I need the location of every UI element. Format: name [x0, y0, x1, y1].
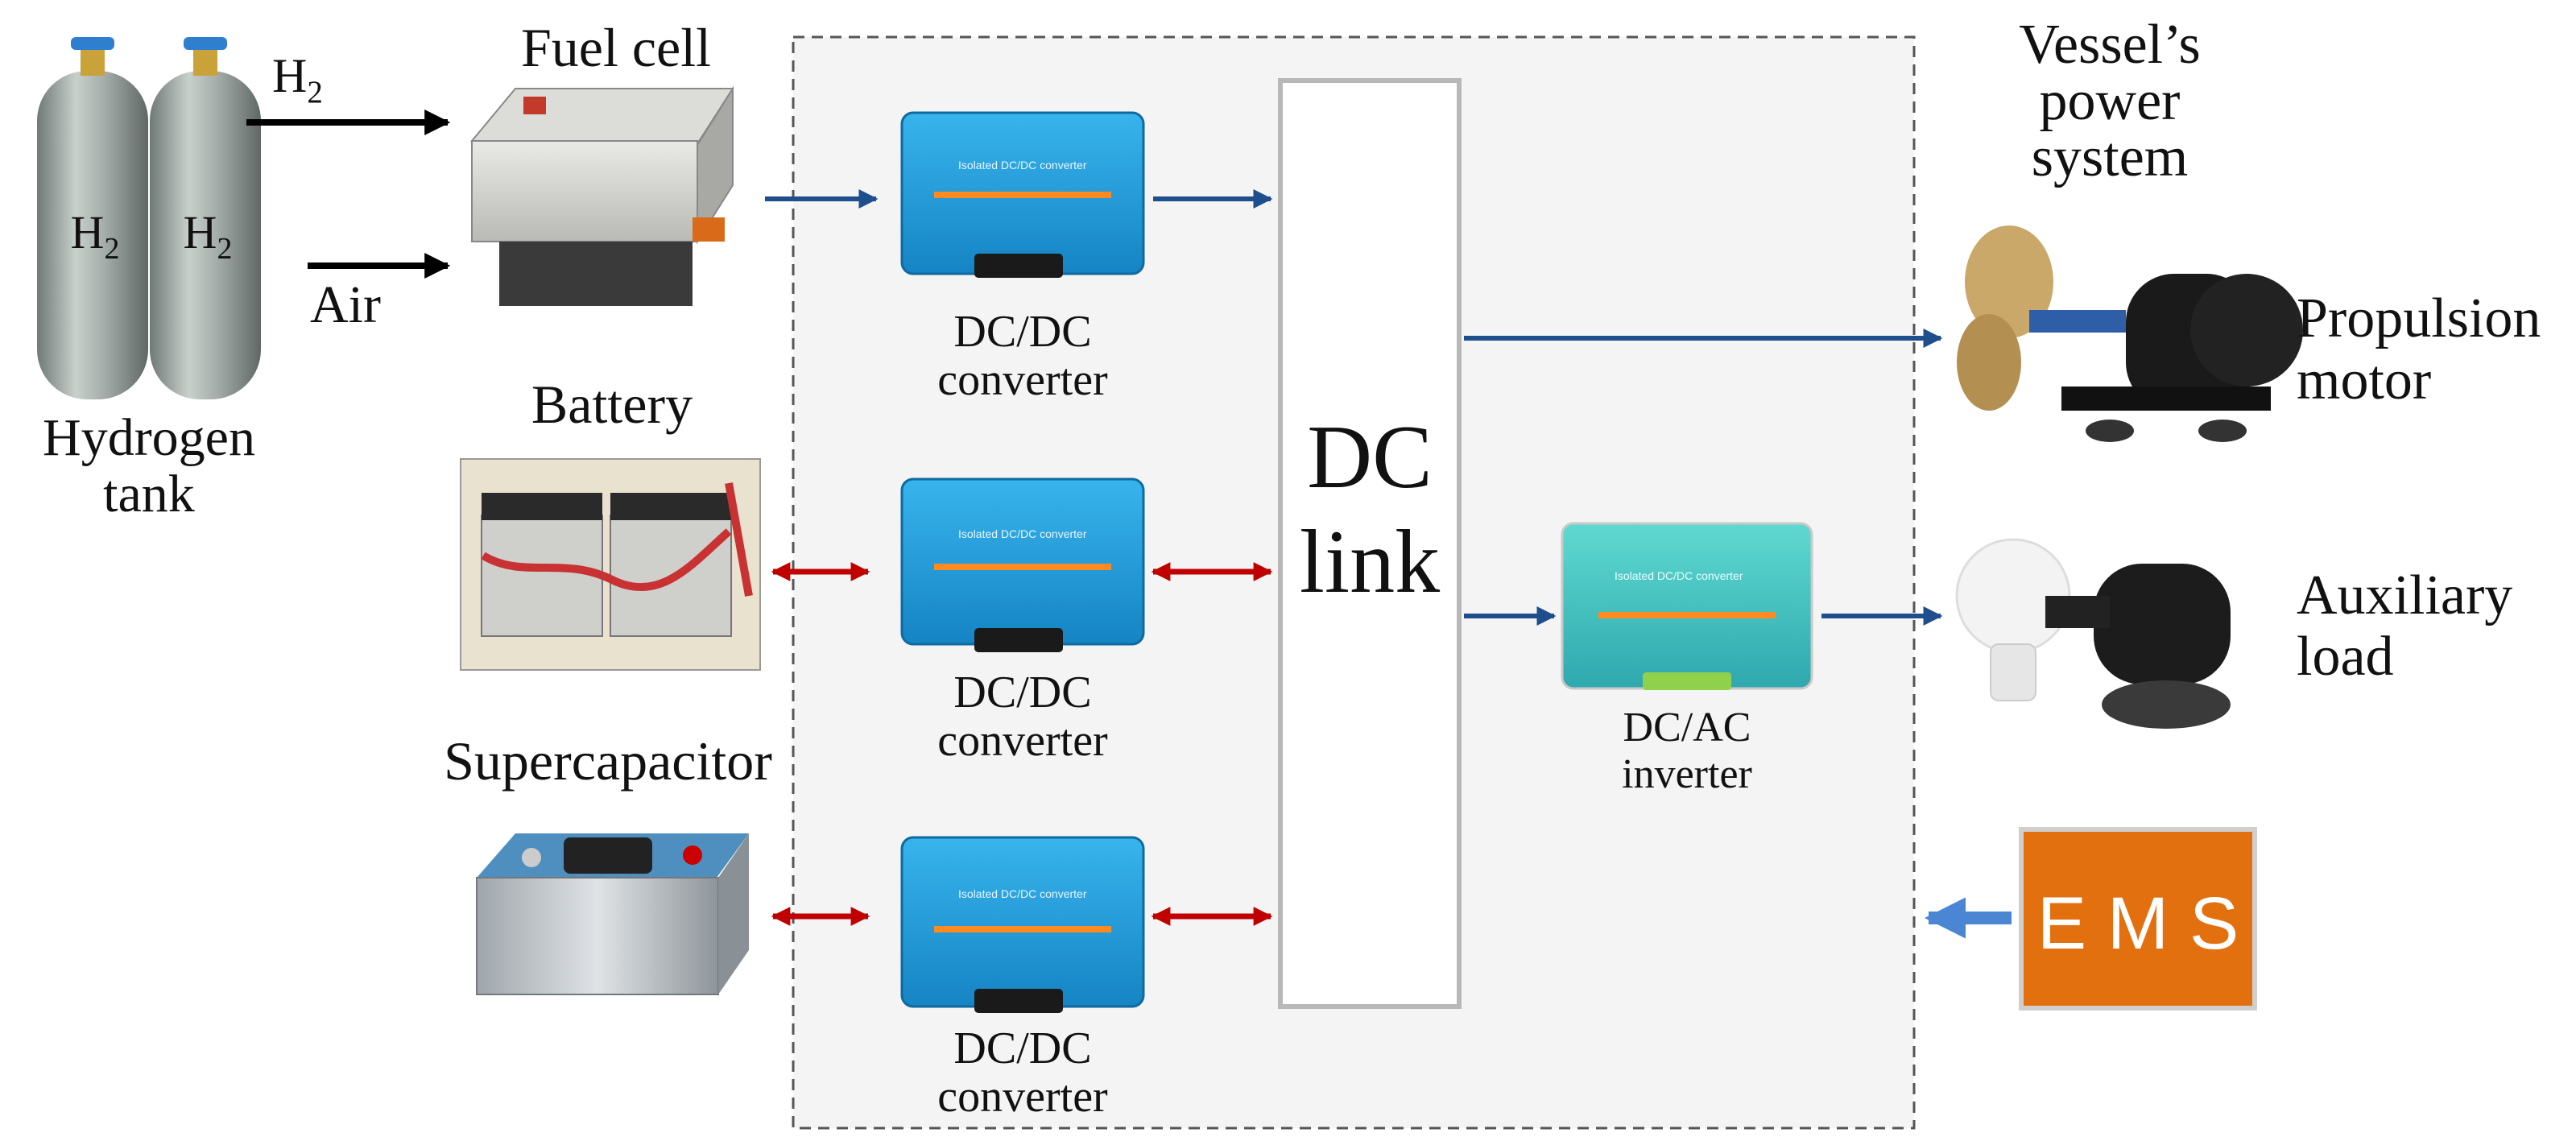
battery-image [460, 458, 761, 671]
tank-h2-label-right: H2 [184, 206, 233, 266]
converter-1-device-text: Isolated DC/DC converter [958, 159, 1087, 172]
tank-h2-label-left: H2 [71, 206, 120, 266]
supercapacitor-image [476, 833, 749, 995]
inverter-device-text: Isolated DC/DC converter [1615, 569, 1743, 582]
propulsion-label-line1: Propulsion [2297, 287, 2541, 349]
dcac-inverter-image: Isolated DC/DC converter [1561, 522, 1813, 690]
tank-label: tank [103, 465, 195, 523]
fuel-cell-label: Fuel cell [521, 17, 711, 78]
vessel-label-line3: system [2032, 126, 2188, 188]
hydrogen-label: Hydrogen [43, 408, 255, 467]
dcdc-converter-3-image: Isolated DC/DC converter [900, 836, 1145, 1013]
propulsion-motor-image [1957, 225, 2303, 442]
auxiliary-label-line1: Auxiliary [2297, 564, 2512, 626]
air-label: Air [310, 275, 381, 334]
inverter-label-line2: inverter [1622, 751, 1752, 797]
supercapacitor-label: Supercapacitor [444, 730, 772, 792]
propulsion-label-line2: motor [2297, 349, 2431, 411]
auxiliary-label-line2: load [2297, 626, 2394, 688]
converter-3-label-line1: DC/DC [953, 1023, 1091, 1073]
hydrogen-tank-image: H2 H2 [37, 37, 261, 399]
vessel-label-line2: power [2040, 70, 2181, 132]
converter-2-label-line1: DC/DC [953, 668, 1091, 717]
dc-link-label-line2: link [1300, 512, 1440, 612]
converter-3-device-text: Isolated DC/DC converter [958, 887, 1087, 900]
converter-1-label-line2: converter [937, 355, 1108, 405]
fuel-cell-image [469, 85, 734, 306]
dcdc-converter-1-image: Isolated DC/DC converter [900, 111, 1145, 278]
ems-block: E M S [2019, 827, 2257, 1011]
converter-3-label-line2: converter [937, 1072, 1108, 1122]
converter-1-label-line1: DC/DC [953, 307, 1091, 357]
ems-label: E M S [2037, 883, 2239, 965]
inverter-label-line1: DC/AC [1623, 705, 1751, 750]
dcdc-converter-2-image: Isolated DC/DC converter [900, 477, 1145, 652]
dc-link-block: DC link [1278, 78, 1462, 1009]
converter-2-label-line2: converter [937, 716, 1108, 766]
vessel-label-line1: Vessel’s [2019, 14, 2201, 76]
battery-label: Battery [531, 374, 693, 435]
dc-link-label-line1: DC [1307, 407, 1433, 507]
auxiliary-load-image [1955, 538, 2231, 729]
h2-flow-label: H2 [272, 49, 323, 110]
converter-2-device-text: Isolated DC/DC converter [958, 527, 1087, 540]
